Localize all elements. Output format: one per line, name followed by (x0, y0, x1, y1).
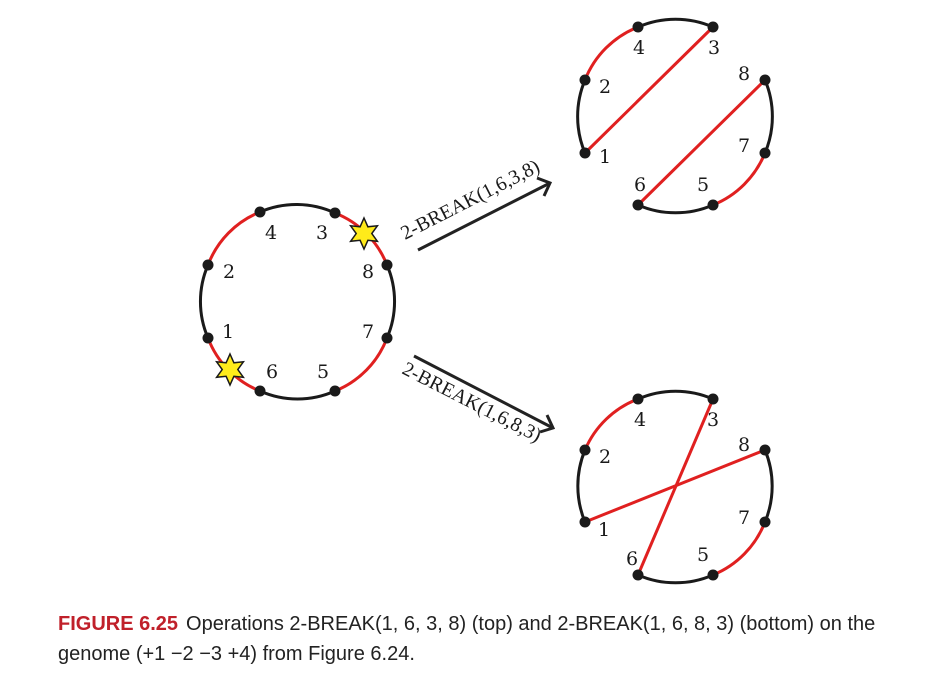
red-edge (206, 210, 261, 266)
node-label-2: 2 (223, 261, 235, 283)
node-8 (381, 259, 393, 271)
node-label-5: 5 (317, 361, 329, 383)
node-4 (632, 393, 644, 405)
black-edge (259, 203, 336, 215)
node-1 (202, 332, 214, 344)
top-result-genome: 4 3 2 8 1 7 6 5 (576, 17, 774, 215)
caption-text: Operations 2-BREAK(1, 6, 3, 8) (top) and… (58, 613, 876, 665)
red-edge (636, 398, 715, 576)
node-6 (254, 385, 266, 397)
genome-figure: 4 3 2 8 1 7 6 5 2-BREAK(1,6,3,8) 2-BREAK… (198, 17, 774, 585)
break-star-icon (215, 352, 245, 387)
node-7 (381, 332, 393, 344)
node-6 (632, 569, 644, 581)
node-label-8: 8 (362, 261, 374, 283)
node-label-1: 1 (222, 321, 234, 343)
node-1 (579, 516, 591, 528)
black-edge (637, 389, 714, 401)
red-edge (583, 397, 639, 451)
black-edge (637, 17, 714, 29)
node-label-3: 3 (708, 37, 720, 59)
red-edge (583, 25, 715, 155)
node-6 (632, 199, 644, 211)
node-label-6: 6 (266, 361, 278, 383)
node-1 (579, 147, 591, 159)
red-edge (636, 78, 767, 207)
node-3 (329, 207, 341, 219)
black-edge (637, 573, 714, 585)
node-label-7: 7 (362, 321, 374, 343)
node-7 (759, 147, 771, 159)
node-label-6: 6 (626, 548, 638, 570)
node-label-8: 8 (738, 63, 750, 85)
node-3 (707, 393, 719, 405)
top-arrow-label: 2-BREAK(1,6,3,8) (397, 155, 543, 244)
figure-number: FIGURE 6.25 (58, 613, 179, 635)
node-7 (759, 516, 771, 528)
node-label-7: 7 (738, 135, 750, 157)
node-label-4: 4 (265, 222, 277, 244)
node-2 (579, 74, 591, 86)
node-label-3: 3 (707, 409, 719, 431)
node-8 (759, 444, 771, 456)
node-2 (202, 259, 214, 271)
node-3 (707, 21, 719, 33)
black-edge (259, 389, 336, 401)
node-8 (759, 74, 771, 86)
node-label-1: 1 (599, 146, 611, 168)
black-edge (576, 79, 587, 154)
original-genome: 4 3 2 8 1 7 6 5 (198, 203, 397, 401)
black-edge (385, 264, 397, 339)
node-5 (707, 569, 719, 581)
node-label-2: 2 (599, 76, 611, 98)
red-edge (712, 152, 767, 207)
arrow-shaft (417, 181, 551, 252)
black-edge (576, 449, 587, 523)
node-label-4: 4 (633, 37, 645, 59)
node-label-8: 8 (738, 434, 750, 456)
node-4 (632, 21, 644, 33)
top-arrow: 2-BREAK(1,6,3,8) (397, 155, 553, 252)
break-star-icon (349, 216, 379, 251)
arrow-head (539, 414, 556, 434)
node-2 (579, 444, 591, 456)
node-label-2: 2 (599, 446, 611, 468)
node-label-3: 3 (316, 222, 328, 244)
node-label-5: 5 (697, 174, 709, 196)
node-4 (254, 206, 266, 218)
arrow-shaft (413, 354, 554, 430)
node-5 (707, 199, 719, 211)
node-5 (329, 385, 341, 397)
node-label-7: 7 (738, 507, 750, 529)
arrow-head (536, 176, 553, 197)
bottom-result-genome: 4 3 2 8 1 7 6 5 (576, 389, 774, 585)
black-edge (763, 449, 774, 523)
node-label-6: 6 (634, 174, 646, 196)
red-edge (712, 521, 767, 577)
node-label-5: 5 (697, 544, 709, 566)
black-edge (763, 79, 774, 154)
bottom-arrow: 2-BREAK(1,6,8,3) (399, 354, 556, 447)
node-label-4: 4 (634, 409, 646, 431)
black-edge (637, 203, 714, 215)
red-edge (583, 25, 639, 81)
red-edge (334, 337, 389, 393)
bottom-arrow-label: 2-BREAK(1,6,8,3) (399, 358, 545, 447)
black-edge (198, 264, 210, 339)
node-label-1: 1 (598, 519, 610, 541)
